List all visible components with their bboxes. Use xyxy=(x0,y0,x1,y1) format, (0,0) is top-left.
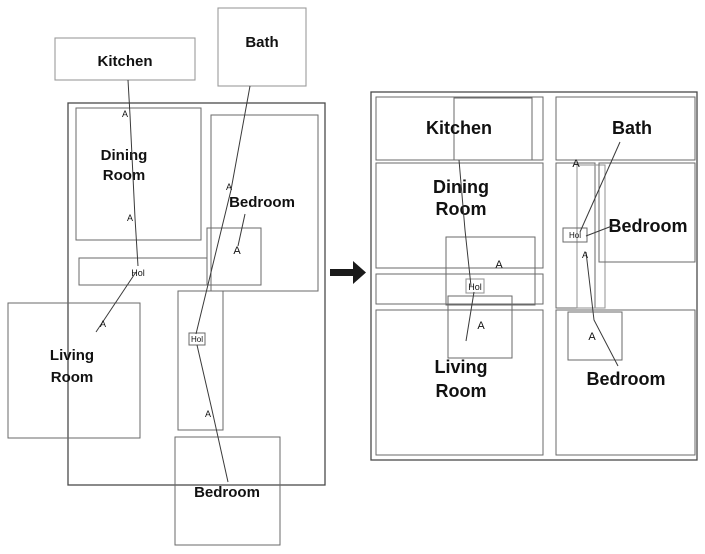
right-line-living xyxy=(465,291,475,342)
right-living-label-line1: Living xyxy=(435,357,488,377)
right-bedroom-bottom-overlay xyxy=(567,311,623,361)
right-plan-outline xyxy=(370,91,698,461)
left-corridor-rect xyxy=(177,290,224,431)
left-line-bedroom-bottom xyxy=(196,344,229,483)
left-line-kitchen-to-hall xyxy=(127,79,139,267)
right-dining-label-line2: Room xyxy=(436,199,487,219)
right-bedroom-bottom-rect xyxy=(555,309,696,456)
left-living-label-line1: Living xyxy=(50,347,94,364)
left-marker-a-3: A xyxy=(226,182,232,192)
right-corridor-overlay xyxy=(576,164,606,309)
right-marker-a-mid: A xyxy=(495,259,503,271)
right-bedroom-bottom-label: Bedroom xyxy=(586,369,665,389)
left-dining-room-rect xyxy=(75,107,202,241)
left-bath-label: Bath xyxy=(245,34,278,51)
right-marker-a-corridor: A xyxy=(582,250,588,260)
left-marker-a-4: A xyxy=(100,319,106,329)
left-hall-label: Hol xyxy=(131,268,145,278)
left-hall-rect xyxy=(78,257,208,286)
left-dining-label-line1: Dining xyxy=(101,147,148,164)
right-bath-rect xyxy=(555,96,696,161)
right-hall-rect xyxy=(375,273,544,305)
right-overlay-box-living xyxy=(447,295,513,359)
right-bath-label: Bath xyxy=(612,118,652,138)
left-bedroom-right-rect xyxy=(210,114,319,292)
right-corridor-rect xyxy=(555,162,596,309)
left-kitchen-label-box xyxy=(54,37,196,81)
right-hall-label: Hol xyxy=(468,282,482,292)
right-line-kitchen xyxy=(458,159,472,287)
left-marker-a-1: A xyxy=(122,109,128,119)
right-kitchen-overlay-box xyxy=(453,97,533,161)
right-line-bedroom-right xyxy=(585,225,613,237)
right-hall-label-box xyxy=(465,278,485,294)
left-line-bedroom-right xyxy=(237,213,246,247)
left-living-label-line2: Room xyxy=(51,369,94,386)
left-marker-a-5: A xyxy=(205,409,211,419)
left-bedroom-bottom-label: Bedroom xyxy=(194,484,260,501)
right-kitchen-label: Kitchen xyxy=(426,118,492,138)
left-kitchen-label: Kitchen xyxy=(97,53,152,70)
right-bedroom-right-rect xyxy=(598,162,696,263)
right-hall-tiny-box xyxy=(562,227,588,243)
right-living-rect xyxy=(375,309,544,456)
left-small-room-rect xyxy=(206,227,262,286)
left-plan-outline xyxy=(67,102,326,486)
right-marker-a-living: A xyxy=(477,320,485,332)
right-bedroom-right-label: Bedroom xyxy=(608,216,687,236)
left-dining-label-line2: Room xyxy=(103,167,146,184)
left-line-living xyxy=(95,271,137,333)
left-bath-label-box xyxy=(217,7,307,87)
right-line-bedroom-bottom xyxy=(585,251,619,367)
left-marker-a-2: A xyxy=(127,213,133,223)
left-bedroom-bottom-rect xyxy=(174,436,281,546)
left-sketch: Kitchen Bath Dining Room Bedroom A Hol L… xyxy=(7,7,326,546)
left-marker-a-box: A xyxy=(233,245,241,257)
right-marker-a-bedroom: A xyxy=(588,331,596,343)
left-living-room-rect xyxy=(7,302,141,439)
left-hall-tiny-label: Hol xyxy=(191,335,203,344)
left-bedroom-right-label: Bedroom xyxy=(229,194,295,211)
left-line-bath xyxy=(195,85,251,335)
right-living-label-line2: Room xyxy=(436,381,487,401)
right-floorplan: Kitchen Bath Dining Room A Bedroom Hol H… xyxy=(370,91,698,461)
arrow-icon xyxy=(330,261,366,284)
transform-arrow xyxy=(330,261,366,284)
right-hall-tiny-label: Hol xyxy=(569,231,581,240)
right-overlay-box-mid xyxy=(445,236,536,306)
right-line-bath xyxy=(579,141,621,233)
right-marker-a-bath: A xyxy=(572,158,580,170)
